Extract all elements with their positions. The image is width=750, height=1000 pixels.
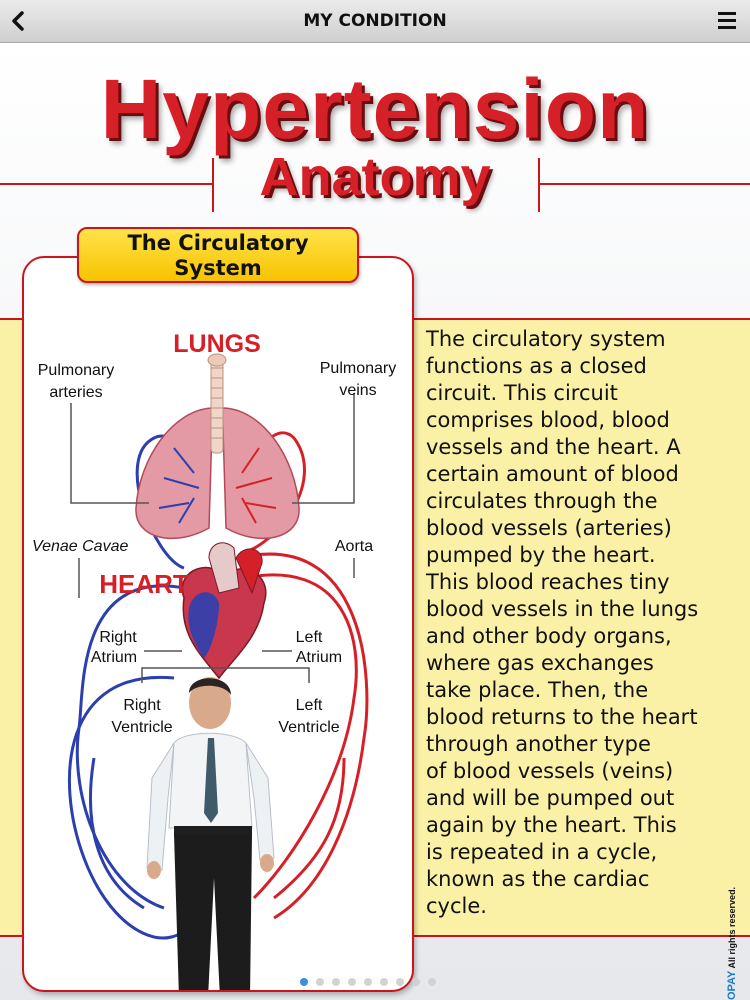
description-text: The circulatory system functions as a cl…	[426, 326, 736, 920]
description-line: again by the heart. This	[426, 813, 677, 837]
copyright-brand: OPAY	[726, 970, 738, 1000]
page-dot[interactable]	[348, 978, 356, 986]
header-line-1: The Circulatory	[127, 231, 309, 255]
copyright-text: All rights reserved.	[727, 886, 737, 969]
subtitle-tick-right	[538, 158, 540, 212]
pulmonary-arteries-label-1: Pulmonary	[38, 362, 114, 379]
description-line: vessels and the heart. A	[426, 435, 681, 459]
page-subtitle: Anatomy	[259, 147, 491, 207]
left-ventricle-label-2: Ventricle	[278, 719, 339, 736]
description-line: known as the cardiac	[426, 867, 650, 891]
left-atrium-label-1: Left	[296, 629, 323, 646]
circulatory-system-header: The Circulatory System	[77, 227, 359, 283]
nav-title: MY CONDITION	[303, 11, 447, 31]
hamburger-menu-icon[interactable]	[718, 12, 736, 30]
leader-pulmonary-arteries	[70, 403, 149, 504]
vein-loop-lower	[89, 757, 145, 910]
subtitle-rule-right	[540, 183, 750, 185]
lungs-label: LUNGS	[173, 330, 261, 358]
left-ventricle-label-1: Left	[296, 697, 323, 714]
description-line: circuit. This circuit	[426, 381, 618, 405]
description-line: blood vessels in the lungs	[426, 597, 699, 621]
description-line: certain amount of blood	[426, 462, 679, 486]
description-line: blood returns to the heart	[426, 705, 698, 729]
description-line: of blood vessels (veins)	[426, 759, 674, 783]
leader-ventricles	[141, 667, 310, 683]
page-dot[interactable]	[316, 978, 324, 986]
right-atrium-label-1: Right	[99, 629, 137, 646]
description-line: cycle.	[426, 894, 487, 918]
condition-page: Hypertension Anatomy	[0, 43, 750, 1000]
description-line: This blood reaches tiny	[426, 570, 670, 594]
heart-label: HEART	[99, 569, 189, 599]
chevron-left-icon[interactable]	[6, 8, 32, 34]
pulmonary-veins-label-2: veins	[339, 382, 376, 399]
page-dot[interactable]	[380, 978, 388, 986]
diagram-card: LUNGS HEART Pulmonary arteries Pulmonary…	[22, 256, 414, 992]
description-line: through another type	[426, 732, 651, 756]
aorta-label: Aorta	[335, 538, 373, 555]
right-ventricle-label-1: Right	[123, 697, 161, 714]
description-line: and other body organs,	[426, 624, 672, 648]
person-illustration	[146, 677, 275, 990]
description-line: comprises blood, blood	[426, 408, 670, 432]
description-line: pumped by the heart.	[426, 543, 656, 567]
page-dot[interactable]	[300, 978, 308, 986]
left-atrium-label-2: Atrium	[296, 649, 342, 666]
page-dot[interactable]	[412, 978, 420, 986]
page-title: Hypertension	[100, 62, 650, 156]
vein-loop-outer	[75, 584, 185, 910]
page-dot[interactable]	[396, 978, 404, 986]
artery-loop-lower	[273, 757, 346, 900]
page-dot[interactable]	[332, 978, 340, 986]
page-dot[interactable]	[364, 978, 372, 986]
description-line: and will be pumped out	[426, 786, 675, 810]
artery-loop-right	[243, 573, 358, 900]
nav-bar: MY CONDITION	[0, 0, 750, 43]
right-atrium-label-2: Atrium	[91, 649, 137, 666]
description-line: The circulatory system	[426, 327, 666, 351]
right-ventricle-label-2: Ventricle	[111, 719, 172, 736]
pulmonary-arteries-label-2: arteries	[49, 384, 102, 401]
description-line: blood vessels (arteries)	[426, 516, 672, 540]
description-line: is repeated in a cycle,	[426, 840, 658, 864]
description-line: functions as a closed	[426, 354, 647, 378]
description-line: take place. Then, the	[426, 678, 649, 702]
description-line: circulates through the	[426, 489, 658, 513]
page-indicator	[300, 978, 436, 988]
copyright-notice: OPAY All rights reserved.	[722, 887, 740, 1000]
circulatory-diagram: LUNGS HEART Pulmonary arteries Pulmonary…	[32, 330, 396, 990]
leader-pulmonary-veins	[292, 393, 355, 504]
venae-cavae-label: Venae Cavae	[32, 538, 128, 555]
heart-illustration	[181, 542, 267, 680]
pulmonary-veins-label-1: Pulmonary	[320, 360, 396, 377]
subtitle-tick-left	[212, 158, 214, 212]
subtitle-rule-left	[0, 183, 212, 185]
description-line: where gas exchanges	[426, 651, 654, 675]
vein-loop-left	[68, 675, 196, 940]
lungs-illustration	[135, 353, 300, 540]
artery-loop-outer	[238, 552, 369, 920]
subtitle-banner: Anatomy	[0, 146, 750, 216]
page-dot[interactable]	[428, 978, 436, 986]
header-line-2: System	[174, 256, 262, 280]
